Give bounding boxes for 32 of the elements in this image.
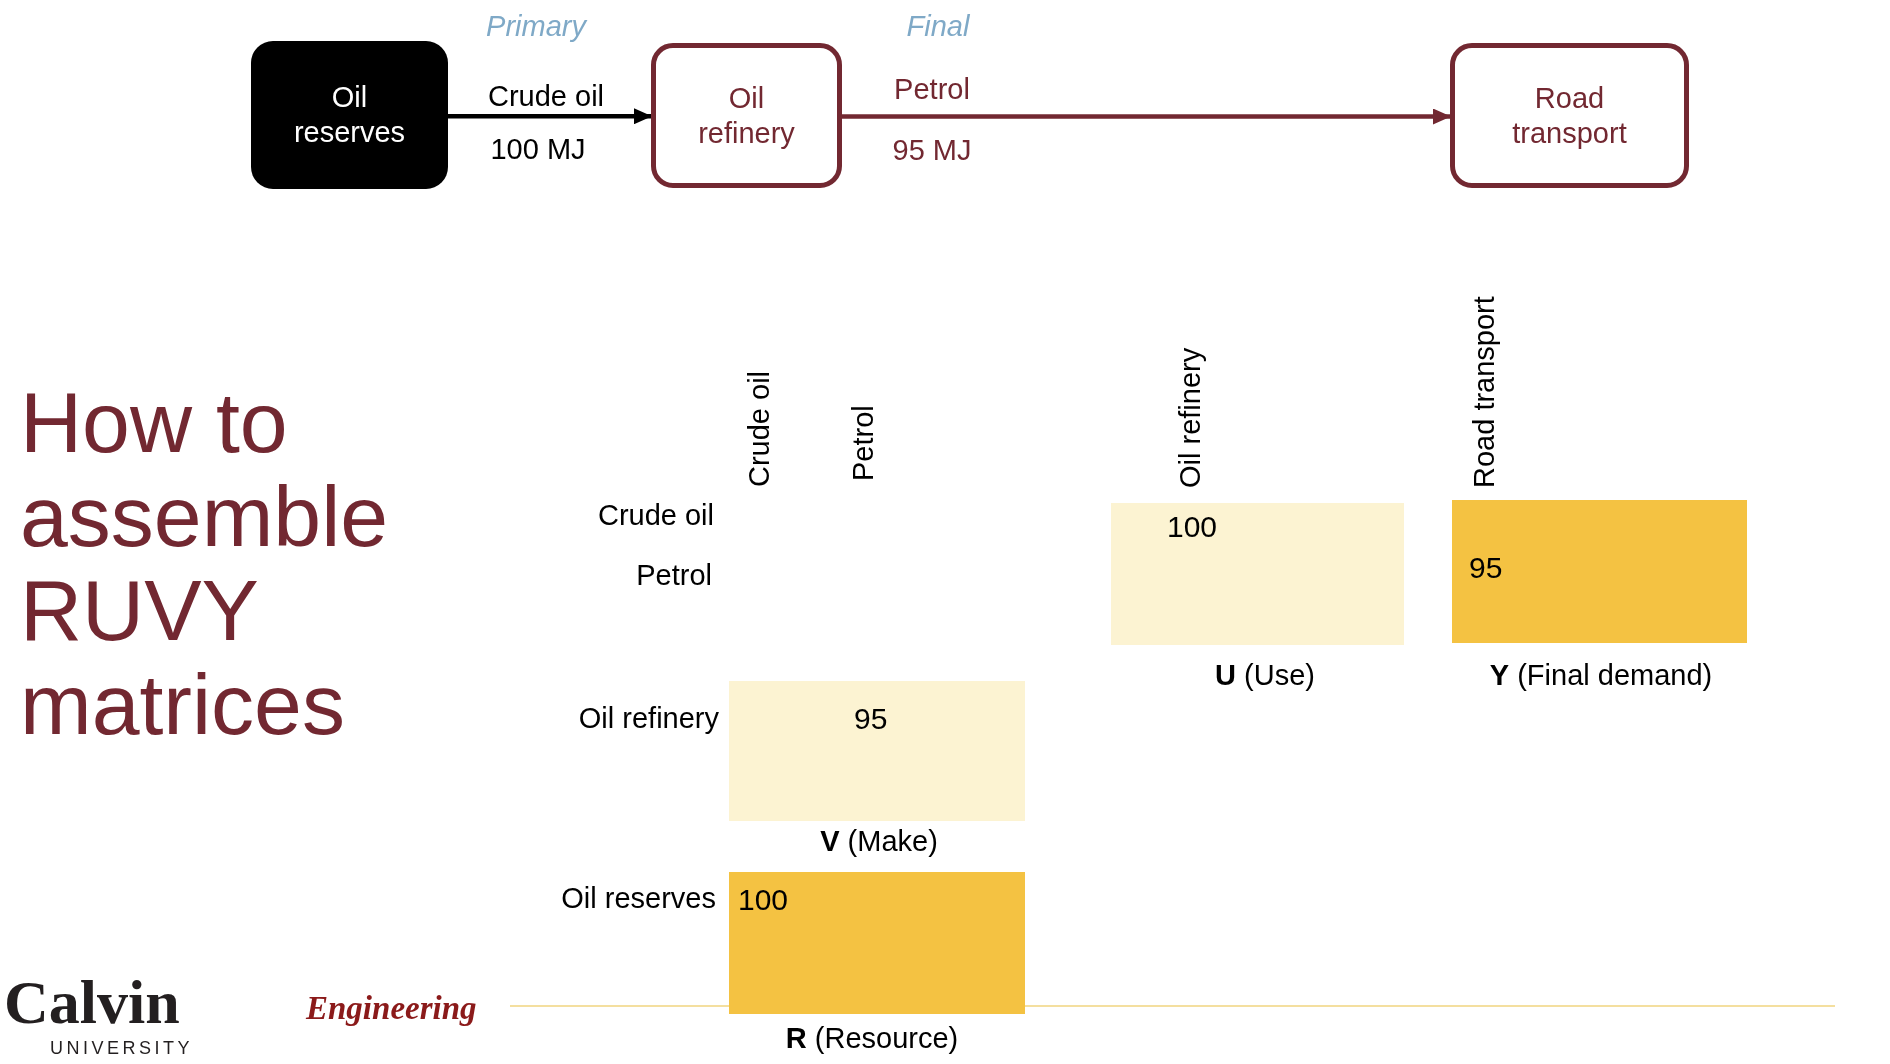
column-header: Oil refinery <box>1174 347 1208 488</box>
flow-stage-label: Final <box>906 10 970 44</box>
department-name: Engineering <box>306 990 477 1028</box>
matrix-caption: R (Resource) <box>785 1020 959 1056</box>
row-header: Crude oil <box>597 499 714 533</box>
process-box <box>251 41 448 189</box>
quantity-label: 100 MJ <box>490 133 586 167</box>
matrix-caption: V (Make) <box>820 823 938 859</box>
column-header: Crude oil <box>743 370 777 487</box>
slide-title: How to assemble RUVY matrices <box>20 375 390 751</box>
matrix-value: 100 <box>1167 509 1218 545</box>
row-header: Oil refinery <box>578 702 719 736</box>
matrix-caption: U (Use) <box>1215 657 1315 693</box>
process-box <box>651 43 842 188</box>
box-label: Oil reserves <box>292 80 407 150</box>
box-label: Oil refinery <box>697 80 796 151</box>
flow-stage-label: Primary <box>486 10 586 44</box>
process-box <box>1450 43 1689 188</box>
matrix-value: 100 <box>738 882 789 918</box>
column-header: Road transport <box>1468 296 1502 488</box>
matrix-value: 95 <box>1469 550 1503 586</box>
row-header: Petrol <box>636 559 712 593</box>
arrow <box>842 108 1451 125</box>
column-header: Petrol <box>847 405 881 481</box>
box-label: Road transport <box>1511 80 1628 151</box>
row-header: Oil reserves <box>561 882 716 916</box>
university-name: Calvin <box>4 967 180 1039</box>
arrow <box>448 108 652 125</box>
quantity-label: 95 MJ <box>892 134 972 168</box>
matrix-caption: Y (Final demand) <box>1489 657 1713 693</box>
matrix-value: 95 <box>854 701 888 737</box>
university-subtitle: UNIVERSITY <box>50 1037 194 1059</box>
